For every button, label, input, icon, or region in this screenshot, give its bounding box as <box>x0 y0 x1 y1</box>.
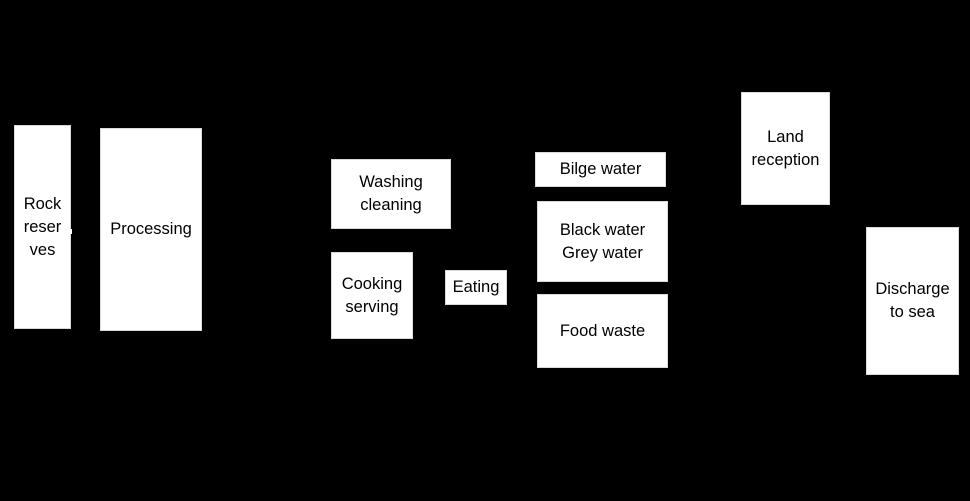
cooking-serving-label: Cooking serving <box>341 274 403 316</box>
land-reception-label: Land reception <box>751 127 820 169</box>
connector-mark <box>69 229 72 234</box>
food-waste-label: Food waste <box>559 321 646 340</box>
black-grey-water-box: Black water Grey water <box>537 201 668 282</box>
eating-label: Eating <box>452 278 500 296</box>
food-waste-box: Food waste <box>537 294 668 368</box>
washing-cleaning-label: Washing cleaning <box>359 173 423 214</box>
cooking-serving-box: Cooking serving <box>331 252 413 339</box>
rock-reserves-box: Rock reser ves <box>14 125 71 329</box>
bilge-water-label: Bilge water <box>559 160 642 178</box>
discharge-to-sea-label: Discharge to sea <box>875 280 950 321</box>
processing-box: Processing <box>100 128 202 331</box>
discharge-to-sea-box: Discharge to sea <box>866 227 959 375</box>
rock-reserves-label: Rock reser ves <box>23 194 62 259</box>
processing-label: Processing <box>110 220 192 238</box>
black-grey-water-label: Black water Grey water <box>559 220 646 262</box>
washing-cleaning-box: Washing cleaning <box>331 159 451 229</box>
land-reception-box: Land reception <box>741 92 830 205</box>
eating-box: Eating <box>445 270 507 305</box>
bilge-water-box: Bilge water <box>535 152 666 187</box>
